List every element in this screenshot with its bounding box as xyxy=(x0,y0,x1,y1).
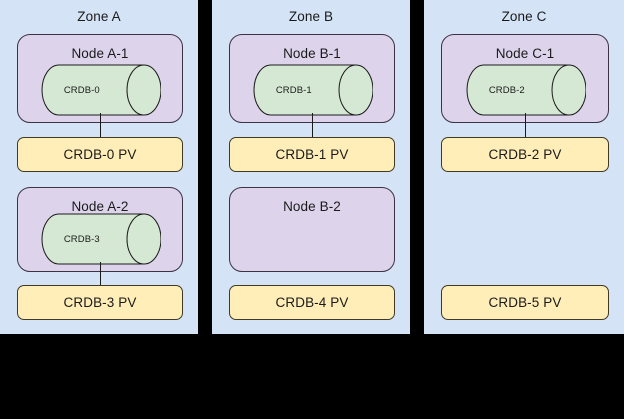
pv-label: CRDB-3 PV xyxy=(63,295,137,310)
pv-label: CRDB-0 PV xyxy=(63,147,137,162)
pv-box-crdb-1-pv: CRDB-1 PV xyxy=(229,137,395,172)
pv-box-crdb-3-pv: CRDB-3 PV xyxy=(17,285,183,320)
node-box-node-b-2: Node B-2 xyxy=(229,187,395,272)
pod-cylinder-crdb-2: CRDB-2 xyxy=(466,64,586,116)
pv-box-crdb-2-pv: CRDB-2 PV xyxy=(441,137,609,172)
pv-box-crdb-4-pv: CRDB-4 PV xyxy=(229,285,395,320)
cylinder-shape xyxy=(466,64,586,116)
pv-label: CRDB-1 PV xyxy=(275,147,349,162)
connector-node-c-1 xyxy=(525,113,526,137)
node-title: Node B-2 xyxy=(283,199,341,214)
zone-title: Zone B xyxy=(288,9,334,24)
node-title: Node B-1 xyxy=(283,46,341,61)
pv-label: CRDB-4 PV xyxy=(275,295,349,310)
cylinder-shape xyxy=(253,64,373,116)
cylinder-shape xyxy=(41,64,161,116)
pv-box-crdb-0-pv: CRDB-0 PV xyxy=(17,137,183,172)
pod-cylinder-crdb-0: CRDB-0 xyxy=(41,64,161,116)
pv-label: CRDB-5 PV xyxy=(488,295,562,310)
connector-node-a-1 xyxy=(100,113,101,137)
connector-node-b-1 xyxy=(312,113,313,137)
node-title: Node A-2 xyxy=(71,199,129,214)
zone-title: Zone A xyxy=(77,9,121,24)
pv-box-crdb-5-pv: CRDB-5 PV xyxy=(441,285,609,320)
cylinder-shape xyxy=(41,213,161,265)
pod-cylinder-crdb-1: CRDB-1 xyxy=(253,64,373,116)
pod-cylinder-crdb-3: CRDB-3 xyxy=(41,213,161,265)
zone-title: Zone C xyxy=(501,9,547,24)
pv-label: CRDB-2 PV xyxy=(488,147,562,162)
node-title: Node C-1 xyxy=(495,46,555,61)
connector-node-a-2 xyxy=(100,262,101,285)
node-title: Node A-1 xyxy=(71,46,129,61)
